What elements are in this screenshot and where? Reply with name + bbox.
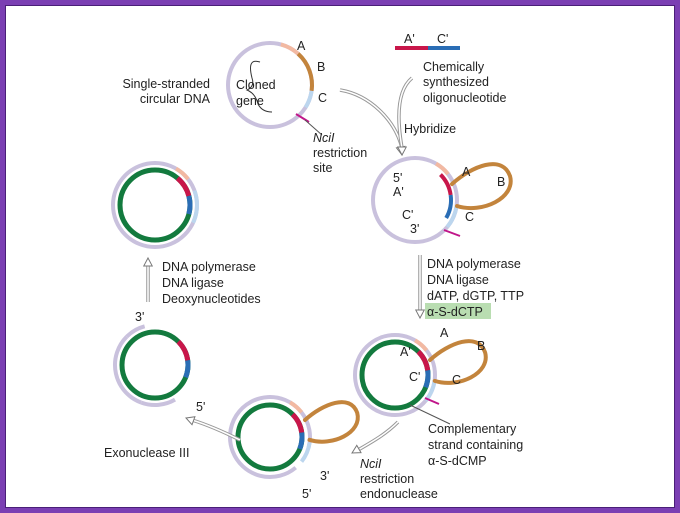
label-a-prime-2: A'	[393, 185, 404, 199]
comp-outer	[353, 333, 437, 417]
label-step2-1: DNA polymerase	[427, 257, 521, 271]
digested-c-prime	[183, 360, 191, 379]
digested-outer-3	[140, 397, 176, 407]
cloned-gene-brace	[245, 60, 273, 113]
final-c-prime	[186, 195, 193, 215]
segment-a	[280, 42, 300, 56]
hybrid-oligo-c-prime	[444, 194, 453, 219]
label-nci-site-1: NciI	[313, 131, 335, 145]
nicked-outer	[228, 395, 312, 479]
nicked-c-prime	[297, 432, 305, 450]
highlight-box	[425, 303, 491, 319]
label-c-1: C	[318, 91, 327, 105]
label-cloned-gene-1: Cloned	[236, 78, 276, 92]
label-b-3: B	[477, 339, 485, 353]
label-5prime-5: 5'	[196, 400, 205, 414]
label-step5-1: DNA polymerase	[162, 260, 256, 274]
nicked-segment-c	[299, 442, 312, 463]
label-complementary-3: α-S-dCMP	[428, 454, 487, 468]
label-c-3: C	[452, 373, 461, 387]
label-ss-dna-2: circular DNA	[140, 92, 211, 106]
label-nci-site-3: site	[313, 161, 333, 175]
segment-b	[296, 52, 314, 92]
hybrid-oligo-a-prime	[438, 173, 453, 196]
hybrid-segment-a	[434, 161, 450, 176]
arrow-step2-head	[414, 309, 426, 320]
hybrid-loop-b	[450, 162, 513, 211]
nicked-loop-b	[303, 400, 360, 444]
label-step2-2: DNA ligase	[427, 273, 489, 287]
arrow-from-ssdna-shaft	[339, 88, 404, 149]
label-oligo-2: synthesized	[423, 75, 489, 89]
segment-c	[303, 90, 314, 109]
label-ss-dna-1: Single-stranded	[122, 77, 210, 91]
digested-outer	[113, 335, 143, 405]
label-nci-site-2: restriction	[313, 146, 367, 160]
arrow-step5-head	[142, 256, 154, 267]
label-c-prime-2: C'	[402, 208, 413, 222]
label-b-1: B	[317, 60, 325, 74]
label-step2-4: α-S-dCTP	[427, 305, 483, 319]
hybrid-nci-site	[443, 229, 461, 237]
arrow-nci-head	[351, 444, 362, 454]
label-c-prime-3: C'	[409, 370, 420, 384]
label-a-2: A	[462, 165, 471, 179]
label-step5-2: DNA ligase	[162, 276, 224, 290]
label-step2-3: dATP, dGTP, TTP	[427, 289, 524, 303]
arrow-exo-shaft-inner	[191, 419, 241, 441]
nci-site-mark	[295, 113, 310, 123]
label-complementary-1: Complementary	[428, 422, 517, 436]
label-5prime-4: 5'	[302, 487, 311, 501]
label-hybridize: Hybridize	[404, 122, 456, 136]
digested-a-prime	[176, 339, 191, 361]
final-segment-c	[191, 189, 199, 224]
arrow-from-oligo-shaft-inner	[398, 77, 413, 149]
label-oligo-3: oligonucleotide	[423, 91, 506, 105]
label-b-2: B	[497, 175, 505, 189]
label-nci-endo-1: NciI	[360, 457, 382, 471]
final-a-prime	[175, 176, 192, 197]
digested-outer-2	[125, 324, 146, 339]
comp-a-prime	[416, 349, 431, 371]
label-a-1: A	[297, 39, 306, 53]
label-a-3: A	[440, 326, 449, 340]
complementary-leader	[409, 404, 451, 425]
label-c-2: C	[465, 210, 474, 224]
comp-c-prime	[423, 370, 431, 389]
label-cloned-gene-2: gene	[236, 94, 264, 108]
label-nci-endo-3: endonuclease	[360, 487, 438, 501]
arrow-from-ssdna-shaft-inner	[339, 89, 403, 149]
arrow-nci-shaft-inner	[357, 421, 399, 451]
hybrid-circle	[371, 156, 459, 244]
label-complementary-2: strand containing	[428, 438, 523, 452]
label-3prime-4: 3'	[320, 469, 329, 483]
label-exo: Exonuclease III	[104, 446, 189, 460]
label-3prime-2: 3'	[410, 222, 419, 236]
final-segment-a	[174, 166, 190, 181]
label-oligo-a-prime: A'	[404, 32, 415, 46]
label-oligo-c-prime: C'	[437, 32, 448, 46]
label-5prime-2: 5'	[393, 171, 402, 185]
label-nci-endo-2: restriction	[360, 472, 414, 486]
label-3prime-5: 3'	[135, 310, 144, 324]
label-oligo-1: Chemically	[423, 60, 485, 74]
nci-site-leader	[304, 119, 323, 136]
comp-segment-a	[413, 338, 429, 352]
label-a-prime-3: A'	[400, 345, 411, 359]
arrow-exo-head	[184, 416, 196, 426]
label-step5-3: Deoxynucleotides	[162, 292, 261, 306]
nicked-segment-a	[288, 400, 304, 414]
comp-nci-site	[424, 397, 440, 405]
nicked-a-prime	[290, 412, 305, 434]
arrow-from-oligo-head	[396, 146, 408, 157]
comp-loop-b	[428, 339, 488, 385]
